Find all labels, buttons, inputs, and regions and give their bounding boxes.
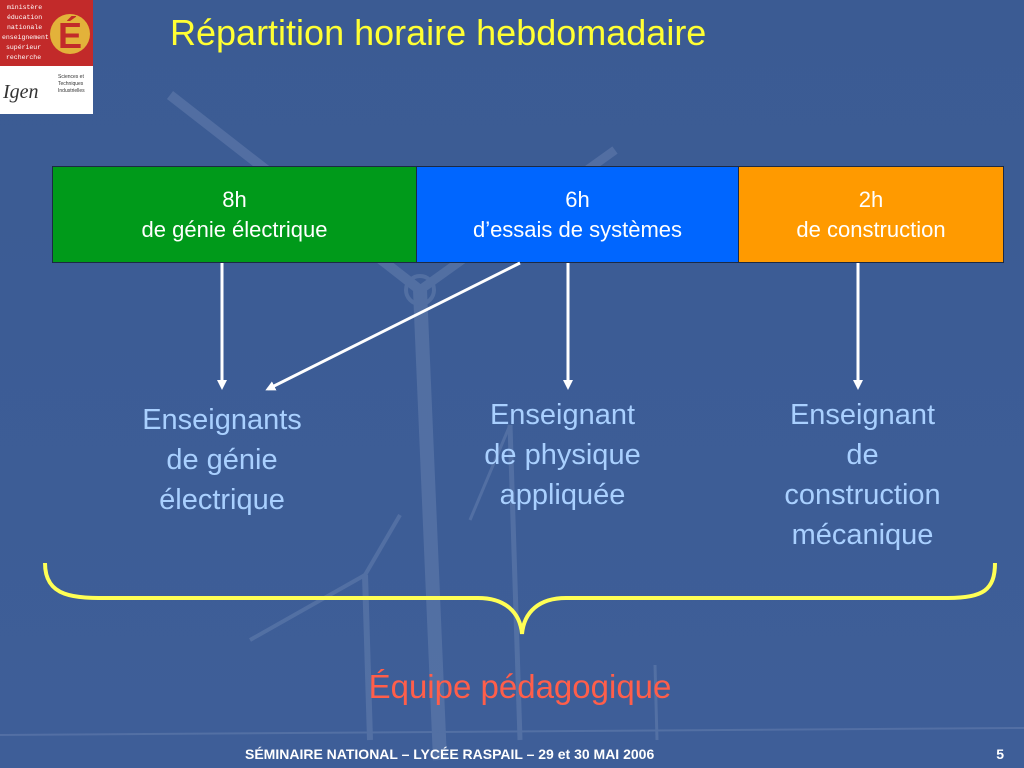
svg-text:enseignement: enseignement: [2, 34, 49, 41]
hours-label: 2h: [858, 186, 884, 212]
teacher-line: Enseignant: [789, 399, 936, 431]
svg-text:recherche: recherche: [6, 54, 41, 61]
svg-text:Industrielles: Industrielles: [58, 88, 85, 94]
subject-label: d’essais de systèmes: [472, 216, 683, 242]
teacher-line: de physique: [484, 439, 641, 471]
hours-label: 6h: [565, 186, 590, 212]
teacher-group-electrical: Enseignants de génie électrique: [97, 400, 347, 520]
teacher-line: mécanique: [791, 519, 934, 551]
svg-text:supérieur: supérieur: [6, 44, 41, 51]
teacher-group-physics: Enseignant de physique appliquée: [440, 395, 685, 515]
svg-text:ministère: ministère: [7, 4, 42, 11]
teacher-line: appliquée: [499, 479, 626, 511]
subject-label: de génie électrique: [141, 216, 328, 242]
schedule-table: 8h de génie électrique 6h d’essais de sy…: [52, 166, 1004, 263]
teacher-line: électrique: [159, 484, 285, 516]
subject-label: de construction: [796, 216, 946, 242]
schedule-cell-construction: 2h de construction: [738, 167, 1003, 262]
hours-label: 8h: [222, 186, 247, 212]
teacher-line: de génie: [166, 444, 278, 476]
team-brace: [43, 562, 997, 635]
teacher-group-construction: Enseignant de construction mécanique: [740, 395, 985, 555]
svg-text:Techniques: Techniques: [58, 81, 84, 87]
svg-text:Sciences et: Sciences et: [58, 74, 84, 80]
svg-text:Igen: Igen: [2, 81, 39, 103]
footer: SÉMINAIRE NATIONAL – LYCÉE RASPAIL – 29 …: [0, 744, 1024, 768]
teacher-line: de: [846, 439, 879, 471]
svg-text:nationale: nationale: [7, 24, 42, 31]
ministry-logo: ministère éducation nationale enseigneme…: [0, 0, 93, 114]
schedule-cell-systems: 6h d’essais de systèmes: [416, 167, 738, 262]
teacher-line: Enseignants: [142, 404, 302, 436]
teacher-line: Enseignant: [489, 399, 636, 431]
svg-text:É: É: [58, 15, 82, 56]
svg-text:éducation: éducation: [7, 14, 42, 21]
team-label: Équipe pédagogique: [368, 668, 672, 705]
page-number: 5: [996, 746, 1004, 762]
teacher-line: construction: [784, 479, 941, 511]
arrow-systems-to-electrical: [265, 261, 521, 391]
footer-text: SÉMINAIRE NATIONAL – LYCÉE RASPAIL – 29 …: [245, 746, 655, 762]
slide-title: Répartition horaire hebdomadaire: [170, 12, 707, 53]
schedule-cell-electrical: 8h de génie électrique: [53, 167, 416, 262]
